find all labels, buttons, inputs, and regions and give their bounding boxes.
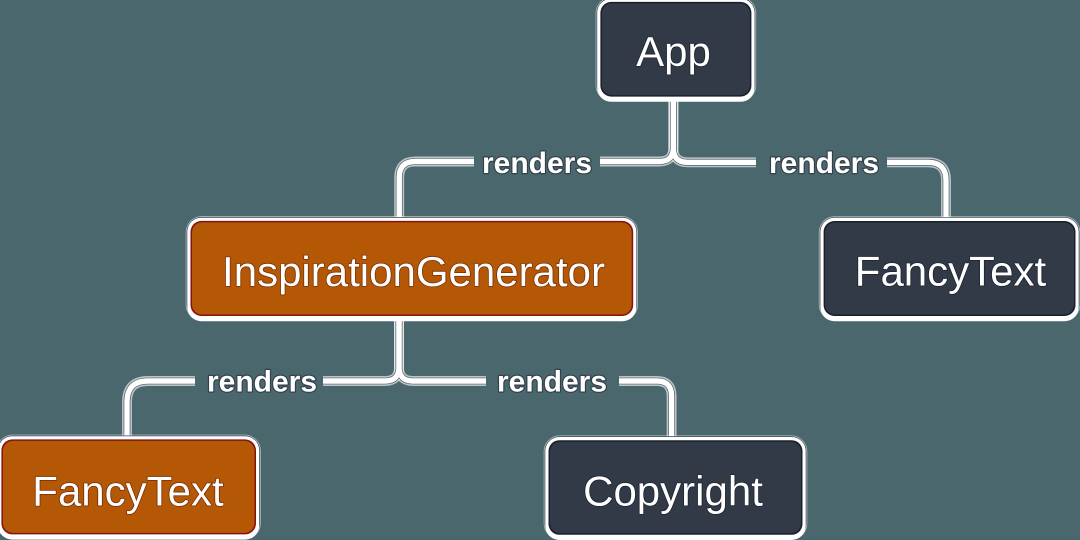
svg-text:renders: renders (497, 366, 607, 399)
svg-text:Copyright: Copyright (583, 468, 763, 515)
svg-text:renders: renders (769, 147, 879, 180)
svg-text:App: App (636, 28, 711, 75)
svg-text:FancyText: FancyText (855, 248, 1047, 295)
svg-text:InspirationGenerator: InspirationGenerator (222, 248, 605, 295)
svg-text:renders: renders (207, 366, 317, 399)
svg-text:renders: renders (482, 147, 592, 180)
svg-text:FancyText: FancyText (32, 468, 224, 515)
